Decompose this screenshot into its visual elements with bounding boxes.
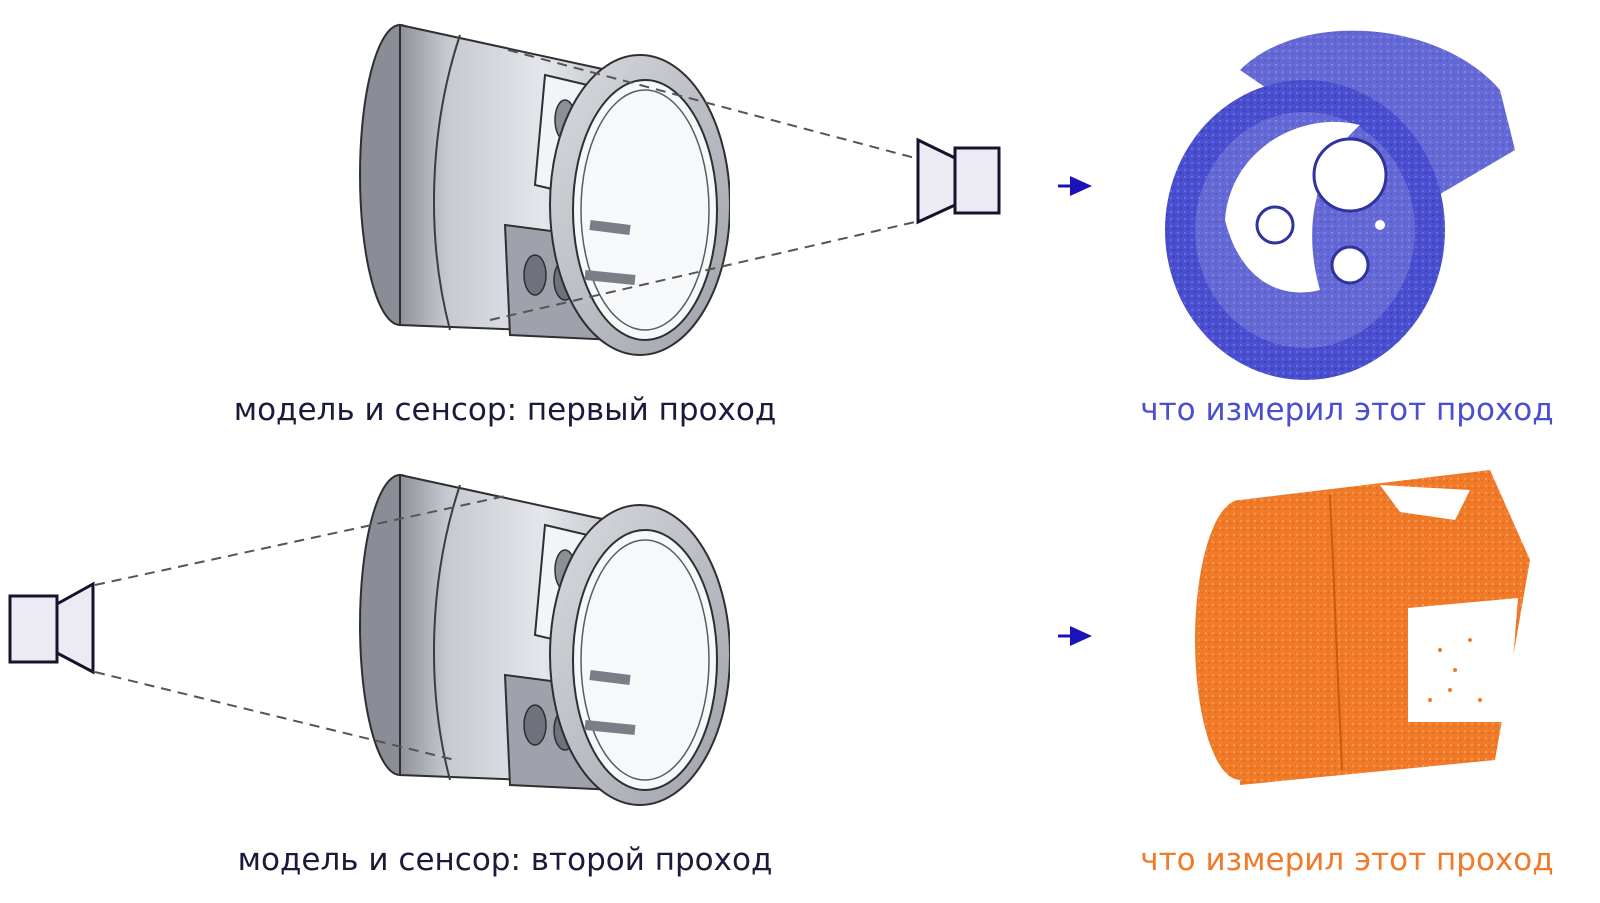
view-line	[94, 671, 456, 761]
arrow-right-icon	[1058, 626, 1092, 646]
caption-measured-pass-1: что измерил этот проход	[1140, 392, 1553, 428]
caption-model-pass-1: модель и сенсор: первый проход	[234, 392, 777, 428]
point-cloud-pass-2	[1195, 470, 1530, 785]
part-model-2	[360, 475, 730, 805]
row-first-pass: модель и сенсор: первый проход что измер…	[234, 25, 1554, 428]
sensor-icon	[916, 137, 1001, 225]
sensor-icon	[8, 581, 95, 675]
caption-measured-pass-2: что измерил этот проход	[1140, 842, 1553, 878]
point-cloud-pass-1	[1165, 30, 1515, 380]
arrow-right-icon	[1058, 176, 1092, 196]
view-line	[94, 494, 511, 586]
view-line	[507, 49, 916, 159]
caption-model-pass-2: модель и сенсор: второй проход	[238, 842, 773, 878]
part-model-1	[360, 25, 730, 355]
row-second-pass: модель и сенсор: второй проход что измер…	[8, 470, 1554, 878]
view-line	[489, 221, 916, 321]
